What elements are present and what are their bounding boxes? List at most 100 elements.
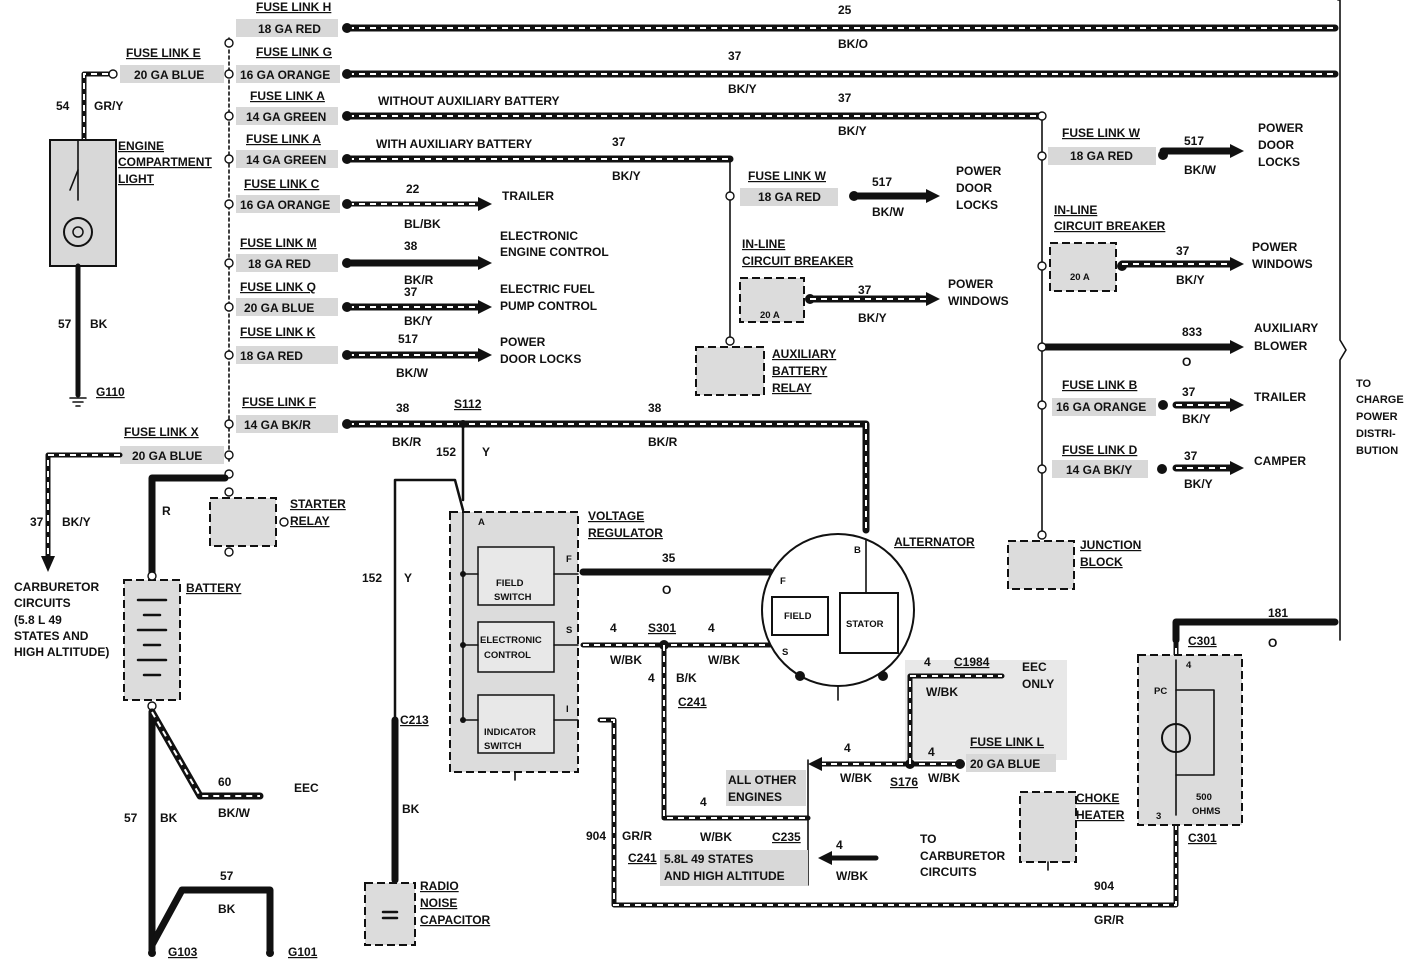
wire-57-color: BK: [90, 317, 108, 331]
to-charge-3: POWER: [1356, 411, 1398, 423]
fuse-k-title: FUSE LINK K: [240, 325, 316, 339]
aux-relay-1: AUXILIARY: [772, 347, 836, 361]
fuse-h-gauge: 18 GA RED: [258, 22, 321, 36]
right-door-2: DOOR: [1258, 138, 1294, 152]
wire-37g-label: 37: [728, 49, 742, 63]
mid-37: 37: [858, 283, 872, 297]
fuse-f-gauge: 14 GA BK/R: [244, 418, 311, 432]
blower-2: BLOWER: [1254, 339, 1308, 353]
fuse-l-title: FUSE LINK L: [970, 735, 1044, 749]
wire-22-color: BL/BK: [404, 217, 441, 231]
right-door-1: POWER: [1258, 121, 1304, 135]
right-fuse-d-gauge: 14 GA BK/Y: [1066, 463, 1132, 477]
c301b-label: C301: [1188, 831, 1217, 845]
fuse-a2-gauge: 14 GA GREEN: [246, 153, 326, 167]
wire-4c-color: B/K: [676, 671, 697, 685]
alt-pin-b: B: [854, 545, 861, 556]
voltage-regulator: [449, 509, 579, 781]
fuse-e-gauge: 20 GA BLUE: [134, 68, 204, 82]
choke-circuit: [1019, 618, 1339, 871]
wire-152-color: Y: [482, 445, 490, 459]
wire-60-color: BK/W: [218, 806, 251, 820]
right-833c: O: [1182, 355, 1191, 369]
wire-38f-color: BK/R: [392, 435, 422, 449]
fuse-rows: [120, 19, 340, 464]
lower-note-2: AND HIGH ALTITUDE: [664, 869, 785, 883]
carb-4: STATES AND: [14, 629, 89, 643]
right-trailer: TRAILER: [1254, 390, 1306, 404]
fuse-c-gauge: 16 GA ORANGE: [240, 198, 330, 212]
right-37c: BK/Y: [1176, 273, 1205, 287]
right-833: 833: [1182, 325, 1202, 339]
wire-37q-label: 37: [404, 285, 418, 299]
wire-57b-label: 57: [124, 811, 138, 825]
fuse-q-gauge: 20 GA BLUE: [244, 301, 314, 315]
right-door-3: LOCKS: [1258, 155, 1300, 169]
junction-2: BLOCK: [1080, 555, 1123, 569]
lower-4gc: W/BK: [926, 685, 958, 699]
fuse-f-title: FUSE LINK F: [242, 395, 316, 409]
right-37b: 37: [1182, 385, 1196, 399]
carb-5: HIGH ALTITUDE): [14, 645, 109, 659]
aux-relay-2: BATTERY: [772, 364, 827, 378]
right-cb-rating: 20 A: [1070, 272, 1090, 283]
lower-4d: 4: [836, 838, 843, 852]
trailer-label: TRAILER: [502, 189, 554, 203]
output-wires: [344, 24, 1339, 534]
right-37bc: BK/Y: [1182, 412, 1211, 426]
starter-2: RELAY: [290, 514, 330, 528]
mid-icb-2: CIRCUIT BREAKER: [742, 254, 854, 268]
right-fuse-w: FUSE LINK W: [1062, 126, 1141, 140]
wire-38f2-color: BK/R: [648, 435, 678, 449]
right-37: 37: [1176, 244, 1190, 258]
engine-light: [49, 69, 118, 407]
to-carb-1: TO: [920, 832, 936, 846]
wire-4b: 4: [708, 621, 715, 635]
to-charge-4: DISTRI-: [1356, 428, 1396, 440]
wire-54-label: 54: [56, 99, 70, 113]
alternator: [761, 533, 915, 701]
pin-s: S: [566, 625, 572, 636]
blower-1: AUXILIARY: [1254, 321, 1318, 335]
fuse-k-gauge: 18 GA RED: [240, 349, 303, 363]
fuse-g-gauge: 16 GA ORANGE: [240, 68, 330, 82]
fuse-c-title: FUSE LINK C: [244, 177, 320, 191]
aux-battery-branch: [695, 158, 930, 396]
right-camper: CAMPER: [1254, 454, 1306, 468]
to-carb-2: CARBURETOR: [920, 849, 1005, 863]
carb-1: CARBURETOR: [14, 580, 99, 594]
fuse-a2-title: FUSE LINK A: [246, 132, 321, 146]
lower-3: 3: [1156, 811, 1161, 822]
alternator-label: ALTERNATOR: [894, 535, 975, 549]
fuel-label-1: ELECTRIC FUEL: [500, 282, 595, 296]
arrowheads: [478, 144, 1244, 475]
lower-904: 904: [586, 829, 606, 843]
to-carb-3: CIRCUITS: [920, 865, 977, 879]
s301-label: S301: [648, 621, 676, 635]
c213-label: C213: [400, 713, 429, 727]
reg-title-2: REGULATOR: [588, 526, 663, 540]
lower-904c: GR/R: [622, 829, 652, 843]
lower-4: 4: [700, 795, 707, 809]
mid-door-2: DOOR: [956, 181, 992, 195]
fuse-g-title: FUSE LINK G: [256, 45, 332, 59]
alt-pin-f: F: [780, 576, 786, 587]
engine-light-2: COMPARTMENT: [118, 155, 212, 169]
lower-181: 181: [1268, 606, 1288, 620]
wire-38f-label: 38: [396, 401, 410, 415]
mid-cb-rating: 20 A: [760, 310, 780, 321]
fuse-x-title: FUSE LINK X: [124, 425, 199, 439]
right-brace: [1337, 0, 1347, 641]
right-windows-1: POWER: [1252, 240, 1298, 254]
lower-4f: 4: [928, 745, 935, 759]
fuse-a1-title: FUSE LINK A: [250, 89, 325, 103]
wire-517-label: 517: [398, 332, 418, 346]
wire-4a-color: W/BK: [610, 653, 642, 667]
to-charge-2: CHARGE: [1356, 394, 1404, 406]
lower-4fc: W/BK: [928, 771, 960, 785]
mid-icb-1: IN-LINE: [742, 237, 785, 251]
ohms-2: OHMS: [1192, 806, 1221, 817]
wire-57c-label: 57: [220, 869, 234, 883]
carb-3: (5.8 L 49: [14, 613, 62, 627]
mid-517: 517: [872, 175, 892, 189]
